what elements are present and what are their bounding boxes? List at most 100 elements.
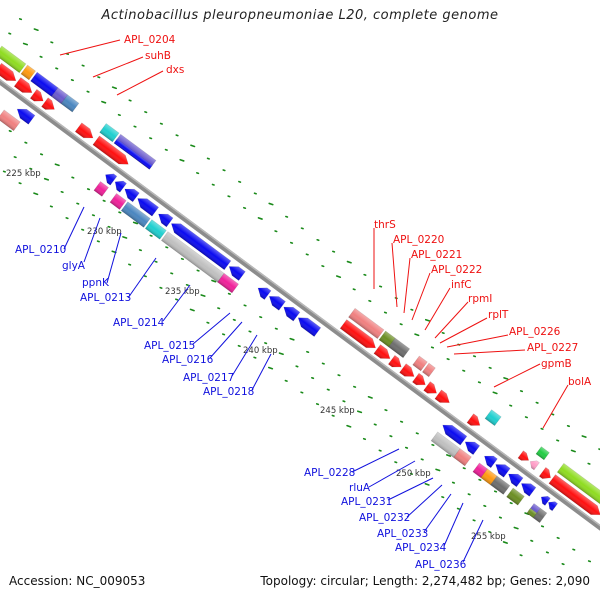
gene-label-APL_0222[interactable]: APL_0222 bbox=[431, 264, 482, 276]
major-tick bbox=[54, 163, 60, 167]
gene-reverse bbox=[124, 188, 140, 203]
gene-label-dxs[interactable]: dxs bbox=[166, 64, 184, 76]
gene-reverse-shade bbox=[217, 273, 239, 293]
major-tick bbox=[289, 337, 295, 341]
minor-tick bbox=[18, 18, 23, 21]
gene-forward bbox=[92, 135, 129, 165]
gene-label-APL_0215[interactable]: APL_0215 bbox=[144, 340, 195, 352]
gene-forward-shade bbox=[114, 139, 153, 170]
minor-tick bbox=[253, 356, 257, 359]
gene-label-APL_0231[interactable]: APL_0231 bbox=[341, 496, 392, 508]
gene-label-rplT[interactable]: rplT bbox=[488, 309, 509, 321]
gene-label-rpmI[interactable]: rpmI bbox=[468, 293, 492, 305]
gene-forward-shade bbox=[412, 356, 428, 371]
gene-forward-shade bbox=[467, 413, 480, 426]
minor-tick bbox=[519, 554, 523, 557]
minor-tick bbox=[321, 265, 325, 268]
gene-label-suhB[interactable]: suhB bbox=[145, 50, 171, 62]
major-tick bbox=[111, 86, 118, 90]
leader-line bbox=[439, 317, 488, 344]
gene-label-bolA[interactable]: bolA bbox=[568, 376, 592, 388]
gene-label-APL_0218[interactable]: APL_0218 bbox=[203, 386, 254, 398]
gene-label-rluA[interactable]: rluA bbox=[349, 482, 371, 494]
leader-line bbox=[453, 349, 526, 355]
major-tick bbox=[200, 294, 206, 297]
gene-forward bbox=[388, 337, 411, 359]
gene-forward-shade bbox=[373, 344, 391, 359]
minor-tick bbox=[378, 285, 383, 288]
major-tick bbox=[257, 217, 263, 220]
gene-forward-shade bbox=[539, 467, 551, 479]
gene-reverse-shade bbox=[465, 441, 480, 455]
gene-reverse-shade bbox=[521, 483, 536, 497]
major-tick bbox=[33, 192, 39, 196]
minor-tick bbox=[39, 153, 44, 156]
minor-tick bbox=[566, 424, 571, 428]
major-tick bbox=[435, 468, 441, 472]
kbp-label-230: 230 kbp bbox=[87, 227, 122, 237]
gene-reverse bbox=[490, 475, 511, 495]
major-tick bbox=[278, 352, 284, 356]
minor-tick bbox=[143, 275, 147, 278]
minor-tick bbox=[535, 401, 539, 404]
major-tick bbox=[492, 391, 498, 395]
gene-forward bbox=[434, 389, 450, 403]
gene-label-APL_0221[interactable]: APL_0221 bbox=[411, 249, 462, 261]
minor-tick bbox=[39, 55, 43, 58]
gene-label-APL_0216[interactable]: APL_0216 bbox=[162, 354, 214, 366]
gene-label-APL_0228[interactable]: APL_0228 bbox=[304, 467, 355, 479]
gene-label-APL_0232[interactable]: APL_0232 bbox=[359, 512, 410, 524]
gene-reverse bbox=[120, 201, 151, 228]
minor-tick bbox=[65, 217, 69, 220]
minor-tick bbox=[540, 525, 545, 528]
gene-label-infC[interactable]: infC bbox=[451, 279, 472, 291]
minor-tick bbox=[545, 551, 550, 554]
gene-forward bbox=[556, 462, 600, 509]
gene-forward bbox=[421, 362, 436, 378]
gene-label-ppnK[interactable]: ppnK bbox=[82, 277, 110, 289]
minor-tick bbox=[373, 423, 377, 426]
gene-reverse bbox=[532, 507, 548, 524]
minor-tick bbox=[362, 437, 367, 441]
gene-label-APL_0220[interactable]: APL_0220 bbox=[393, 234, 444, 246]
gene-forward-shade bbox=[340, 319, 376, 348]
gene-reverse bbox=[109, 193, 127, 210]
minor-tick bbox=[384, 409, 388, 412]
minor-tick bbox=[159, 122, 163, 125]
kbp-label-255: 255 kbp bbox=[471, 532, 506, 542]
minor-tick bbox=[587, 560, 592, 563]
gene-forward bbox=[20, 64, 36, 81]
gene-forward-shade bbox=[61, 94, 79, 113]
gene-label-APL_0214[interactable]: APL_0214 bbox=[113, 317, 165, 329]
gene-label-thrS[interactable]: thrS bbox=[374, 219, 396, 231]
gene-forward bbox=[74, 122, 94, 139]
gene-label-APL_0236[interactable]: APL_0236 bbox=[415, 559, 467, 571]
minor-tick bbox=[50, 41, 54, 44]
gene-label-glyA[interactable]: glyA bbox=[62, 260, 86, 272]
gene-reverse-shade bbox=[17, 109, 35, 125]
gene-reverse bbox=[105, 173, 118, 186]
gene-reverse-shade bbox=[490, 476, 510, 495]
gene-reverse bbox=[228, 266, 246, 281]
gene-label-APL_0213[interactable]: APL_0213 bbox=[80, 292, 131, 304]
gene-reverse-shade bbox=[161, 231, 225, 283]
minor-tick bbox=[102, 199, 106, 202]
gene-forward bbox=[339, 319, 376, 349]
gene-label-gpmB[interactable]: gpmB bbox=[541, 358, 572, 370]
minor-tick bbox=[306, 350, 310, 354]
gene-label-APL_0210[interactable]: APL_0210 bbox=[15, 244, 66, 256]
gene-reverse bbox=[137, 198, 160, 217]
tick-dots bbox=[2, 18, 600, 566]
gene-forward bbox=[29, 89, 44, 102]
gene-label-APL_0233[interactable]: APL_0233 bbox=[377, 528, 428, 540]
gene-label-APL_0227[interactable]: APL_0227 bbox=[527, 342, 578, 354]
gene-label-APL_0217[interactable]: APL_0217 bbox=[183, 372, 234, 384]
gene-label-APL_0234[interactable]: APL_0234 bbox=[395, 542, 447, 554]
gene-label-APL_0226[interactable]: APL_0226 bbox=[509, 326, 561, 338]
gene-label-APL_0204[interactable]: APL_0204 bbox=[124, 34, 176, 46]
gene-reverse-shade bbox=[495, 464, 511, 478]
minor-tick bbox=[415, 432, 419, 435]
gene-reverse-shade bbox=[541, 496, 551, 506]
gene-reverse bbox=[0, 109, 21, 132]
gene-forward-shade bbox=[412, 373, 426, 385]
